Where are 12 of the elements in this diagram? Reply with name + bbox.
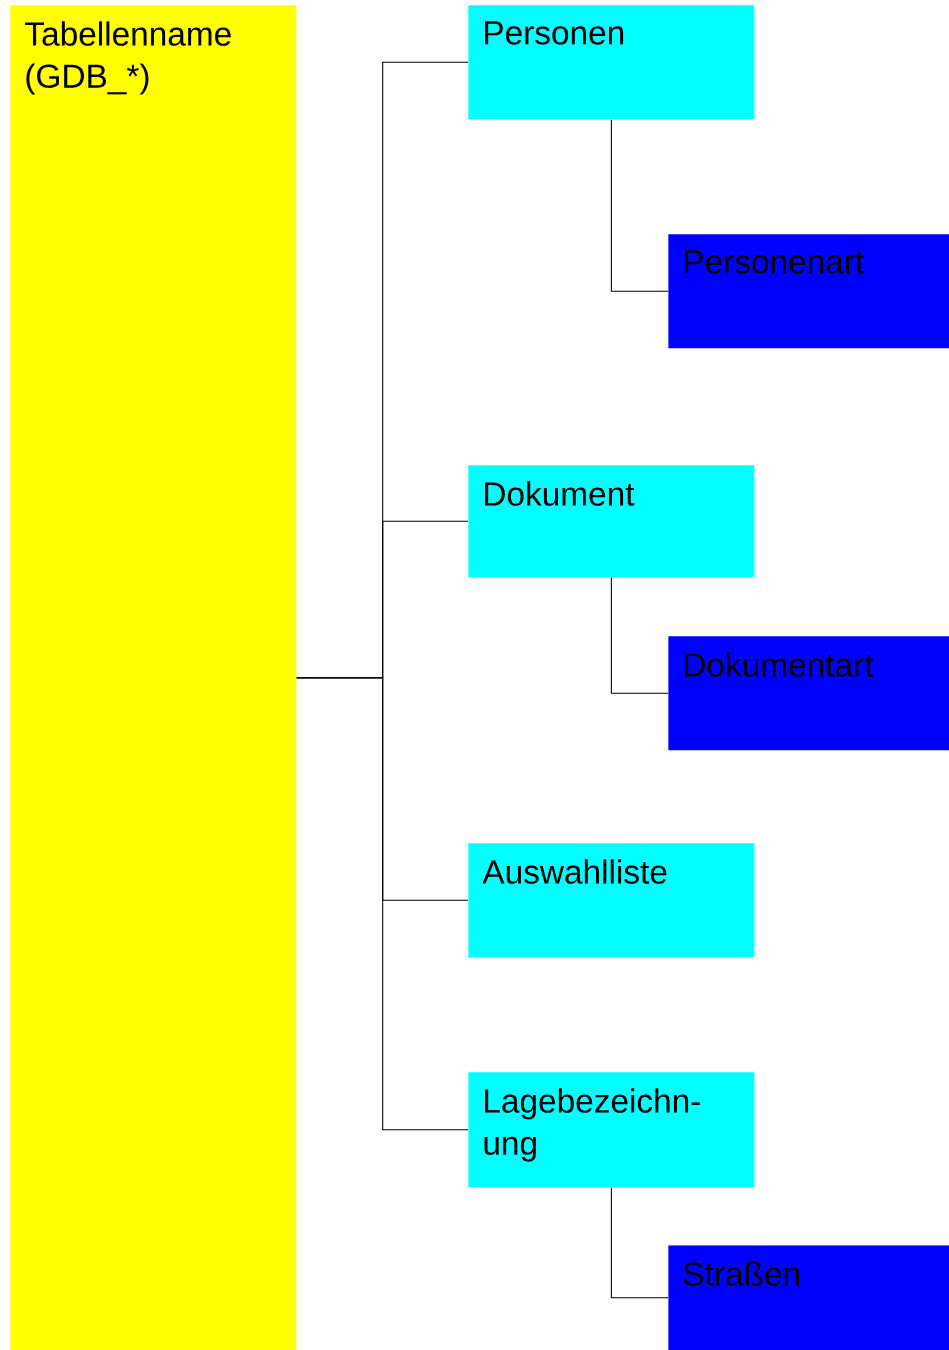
connector-line (296, 677, 469, 1131)
connector-line (610, 1187, 669, 1299)
table-box: Personenart (668, 234, 949, 349)
table-box: Straßen (668, 1245, 949, 1350)
table-box: Auswahlliste (468, 843, 755, 958)
table-box: Dokumentart (668, 636, 949, 751)
connector-line (610, 577, 669, 694)
connector-line (610, 119, 669, 292)
table-box: Tabellenname (GDB_*) (10, 5, 297, 1350)
table-box: Dokument (468, 465, 755, 578)
table-box: Lagebezeichn- ung (468, 1072, 755, 1188)
table-box: Personen (468, 5, 755, 120)
